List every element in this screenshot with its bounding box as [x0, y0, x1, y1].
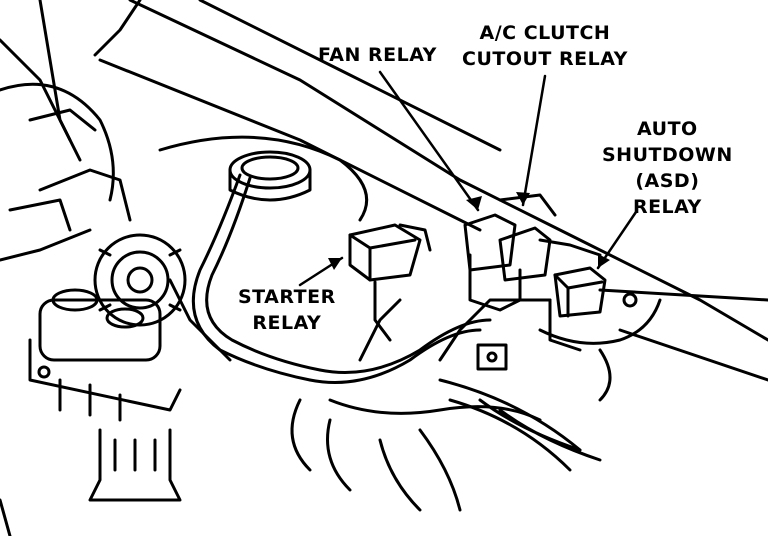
starter-relay-body [348, 223, 432, 342]
proportioning-valve [0, 428, 182, 536]
headlamp-area [0, 82, 132, 262]
relay-cluster [463, 193, 557, 312]
asd-line-2: SHUTDOWN [602, 144, 733, 166]
ac-clutch-line-1: A/C CLUTCH [479, 22, 611, 44]
asd-line-3: (ASD) [635, 170, 700, 192]
strut-tower [158, 135, 369, 222]
starter-relay-arrowhead [328, 258, 342, 270]
asd-line-4: RELAY [632, 196, 702, 218]
label-fan-relay: FAN RELAY [318, 42, 437, 68]
starter-relay-line-2: RELAY [252, 312, 322, 334]
fender-panel [0, 0, 768, 382]
ac-clutch-line-2: CUTOUT RELAY [462, 48, 628, 70]
starter-relay-line-1: STARTER [238, 286, 336, 308]
label-auto-shutdown-relay: AUTO SHUTDOWN (ASD) RELAY [602, 116, 733, 220]
connector [476, 343, 508, 371]
asd-line-1: AUTO [637, 118, 698, 140]
fan-relay-text: FAN RELAY [318, 44, 437, 66]
label-ac-clutch-cutout-relay: A/C CLUTCH CUTOUT RELAY [462, 20, 628, 72]
asd-relay-body [538, 238, 638, 352]
ac-relay-leader [521, 74, 547, 207]
fan-relay-arrowhead [466, 196, 482, 210]
asd-relay-arrowhead [598, 254, 610, 268]
ac-relay-arrowhead [516, 192, 530, 205]
brake-booster [93, 233, 187, 327]
label-starter-relay: STARTER RELAY [238, 284, 336, 336]
wiring-harness [168, 173, 662, 512]
fan-relay-leader [378, 70, 480, 212]
corrugated-hose [438, 378, 582, 472]
master-cylinder [28, 288, 182, 422]
